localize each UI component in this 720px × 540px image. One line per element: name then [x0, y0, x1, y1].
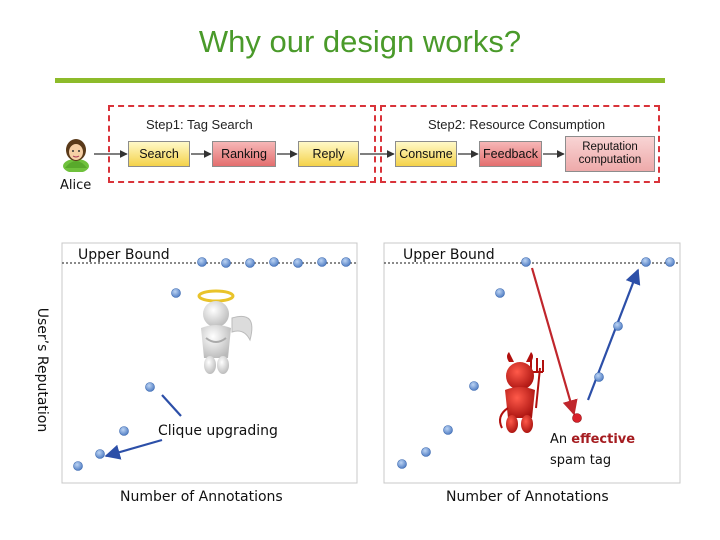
right-upper-bound-label: Upper Bound [403, 247, 495, 263]
recovery-arrow [586, 268, 641, 401]
spam-tag-prefix: An [550, 432, 571, 447]
right-x-axis-label: Number of Annotations [446, 489, 609, 505]
y-axis-label: User’s Reputation [34, 307, 50, 433]
spam-tag-emph: effective [571, 432, 635, 447]
left-point-9 [269, 257, 279, 267]
node-consume: Consume [395, 141, 457, 167]
spam-tag-label-line1: An effective [550, 432, 635, 447]
devil-figure-icon [499, 352, 544, 433]
left-point-1 [73, 461, 83, 471]
left-point-12 [341, 257, 351, 267]
slide-title: Why our design works? [198, 24, 522, 59]
step1-box [108, 105, 376, 183]
right-point-3 [443, 425, 453, 435]
person-avatar-icon [63, 139, 89, 172]
left-point-10 [293, 258, 303, 268]
angel-figure-icon [197, 289, 253, 374]
left-point-5 [171, 288, 181, 298]
step2-box [380, 105, 660, 183]
node-reply: Reply [298, 141, 359, 167]
right-point-9 [641, 257, 651, 267]
node-reputation-line2: computation [578, 154, 642, 166]
left-x-axis-label: Number of Annotations [120, 489, 283, 505]
right-point-4 [469, 381, 479, 391]
left-point-3 [119, 426, 129, 436]
right-point-10 [665, 257, 675, 267]
right-point-8 [613, 321, 623, 331]
right-point-5 [495, 288, 505, 298]
node-search: Search [128, 141, 190, 167]
spam-tag-label-line2: spam tag [550, 453, 611, 468]
right-point-7 [594, 372, 604, 382]
node-reputation-line1: Reputation [582, 141, 638, 153]
left-point-11 [317, 257, 327, 267]
left-point-7 [221, 258, 231, 268]
step1-label: Step1: Tag Search [146, 117, 253, 132]
left-point-8 [245, 258, 255, 268]
left-upper-bound-label: Upper Bound [78, 247, 170, 263]
workflow-connectors [94, 150, 565, 158]
right-plot-frame [383, 242, 681, 484]
left-plot-frame [61, 242, 358, 484]
right-point-6 [521, 257, 531, 267]
step2-label: Step2: Resource Consumption [428, 117, 606, 132]
clique-upgrading-arrow-tail [104, 438, 163, 460]
right-point-1 [397, 459, 407, 469]
clique-upgrading-arrow [161, 394, 182, 417]
title-underline [55, 78, 665, 83]
left-point-6 [197, 257, 207, 267]
spam-tag-arrow [530, 267, 578, 416]
actor-label: Alice [60, 178, 92, 193]
node-feedback: Feedback [479, 141, 542, 167]
spam-tag-point [572, 413, 582, 423]
left-point-4 [145, 382, 155, 392]
node-ranking: Ranking [212, 141, 276, 167]
node-reputation-computation: Reputation computation [565, 136, 655, 172]
plots-canvas: Upper Bound Number of Annotations Clique… [61, 242, 681, 505]
right-point-2 [421, 447, 431, 457]
clique-upgrading-label: Clique upgrading [158, 423, 278, 439]
left-point-2 [95, 449, 105, 459]
